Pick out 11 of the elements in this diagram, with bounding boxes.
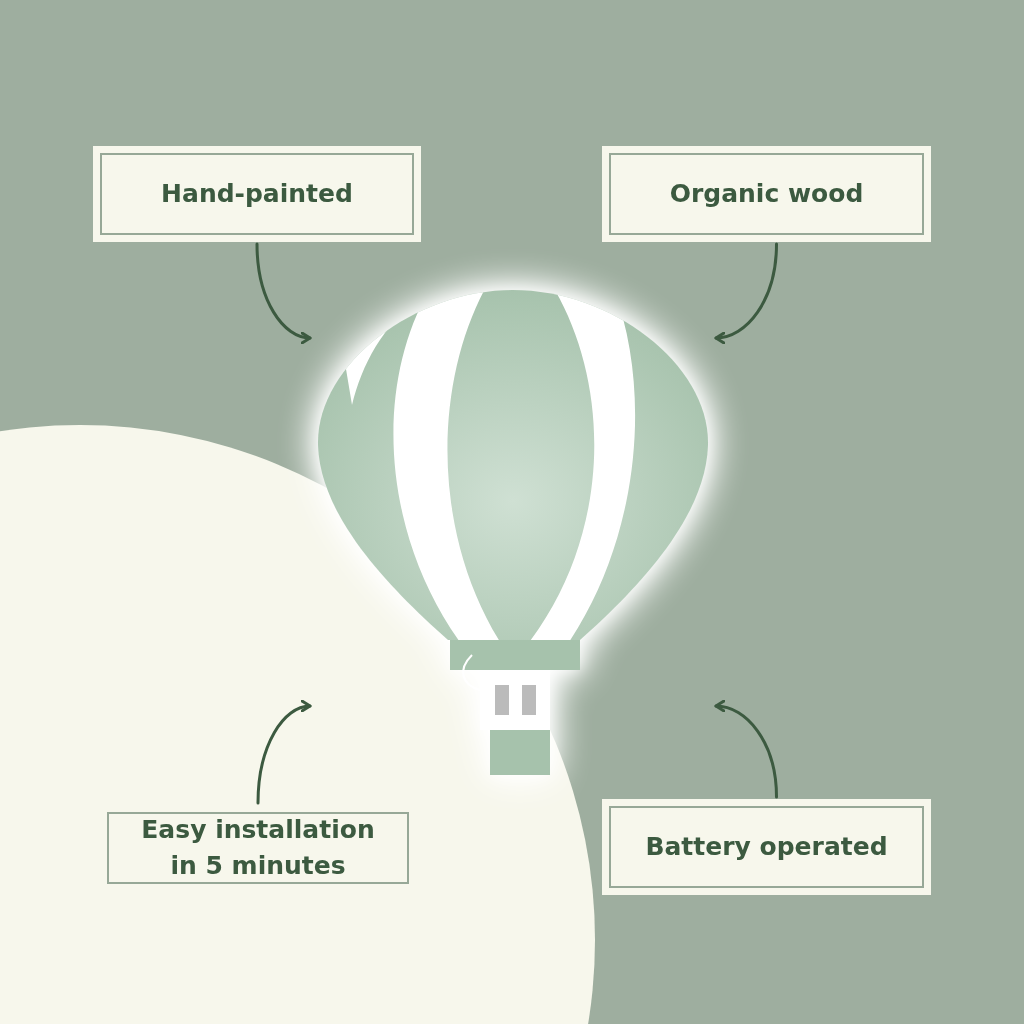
arrow [714, 242, 778, 344]
feature-box [602, 146, 931, 242]
arrow [255, 242, 312, 344]
feature-label: Battery operated [645, 831, 888, 863]
feature-box [602, 799, 931, 895]
arrow [714, 700, 778, 799]
arrow [256, 700, 312, 805]
feature-box [93, 146, 421, 242]
feature-label: Easy installation in 5 minutes [140, 814, 376, 882]
feature-label: Organic wood [669, 178, 864, 210]
feature-label: Hand-painted [161, 178, 353, 210]
